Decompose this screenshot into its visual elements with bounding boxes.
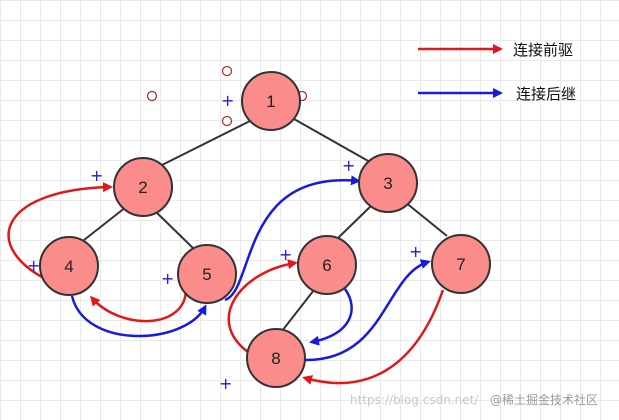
thread-pred-5-4 — [90, 289, 188, 323]
plus-marks: + + + + + + + + — [27, 91, 422, 393]
tree-edges — [83, 118, 448, 332]
anchor-point — [221, 65, 233, 77]
tree-node-7: 7 — [431, 234, 491, 294]
node-circle — [246, 328, 306, 388]
thread-pred-6-8 — [227, 259, 298, 354]
plus-mark: + — [161, 269, 174, 288]
edge-6-8 — [281, 289, 315, 332]
plus-mark: + — [219, 374, 232, 393]
plus-mark: + — [221, 91, 234, 110]
predecessor-threads — [7, 182, 445, 385]
tree-nodes: 1 2 3 4 5 6 7 8 — [39, 71, 491, 388]
node-label: 6 — [322, 256, 331, 275]
node-label: 5 — [202, 265, 211, 284]
watermark-brand: @稀土掘金技术社区 — [490, 392, 598, 407]
anchor-points — [146, 65, 308, 127]
node-label: 4 — [64, 257, 73, 276]
tree-node-3: 3 — [358, 153, 418, 213]
tree-node-1: 1 — [241, 71, 301, 131]
tree-node-2: 2 — [113, 157, 173, 217]
legend-predecessor-label: 连接前驱 — [513, 41, 573, 59]
node-label: 7 — [456, 255, 465, 274]
plus-mark: + — [27, 256, 40, 275]
watermark-url: https://blog.csdn.net/ — [350, 393, 479, 407]
tree-node-5: 5 — [177, 244, 237, 304]
edge-3-6 — [337, 204, 373, 239]
node-circle — [113, 157, 173, 217]
node-circle — [297, 235, 357, 295]
thread-succ-8-7 — [303, 259, 431, 362]
watermark: https://blog.csdn.net/ @稀土掘金技术社区 — [350, 392, 598, 407]
edge-1-3 — [293, 118, 371, 163]
legend-successor-label: 连接后继 — [516, 85, 576, 103]
plus-mark: + — [90, 166, 103, 185]
node-circle — [241, 71, 301, 131]
node-circle — [431, 234, 491, 294]
tree-node-8: 8 — [246, 328, 306, 388]
plus-mark: + — [279, 245, 292, 264]
thread-succ-6-8 — [309, 288, 353, 346]
node-circle — [177, 244, 237, 304]
node-circle — [358, 153, 418, 213]
node-label: 3 — [383, 174, 392, 193]
successor-threads — [70, 175, 431, 362]
edge-3-7 — [404, 201, 448, 237]
legend: 连接前驱 连接后继 — [418, 41, 576, 103]
tree-node-4: 4 — [39, 236, 99, 296]
plus-mark: + — [342, 156, 355, 175]
anchor-point — [221, 115, 233, 127]
node-label: 2 — [138, 178, 147, 197]
node-label: 1 — [266, 92, 275, 111]
edge-2-5 — [154, 210, 194, 249]
thread-succ-5-3 — [224, 175, 361, 302]
edge-1-2 — [161, 120, 251, 166]
anchor-point — [146, 90, 158, 102]
plus-mark: + — [409, 242, 422, 261]
tree-node-6: 6 — [297, 235, 357, 295]
node-circle — [39, 236, 99, 296]
thread-succ-4-5 — [70, 295, 207, 338]
edge-2-4 — [83, 206, 127, 241]
thread-pred-4-2 — [7, 182, 113, 285]
thread-pred-8-7 — [302, 289, 445, 385]
node-label: 8 — [271, 349, 280, 368]
